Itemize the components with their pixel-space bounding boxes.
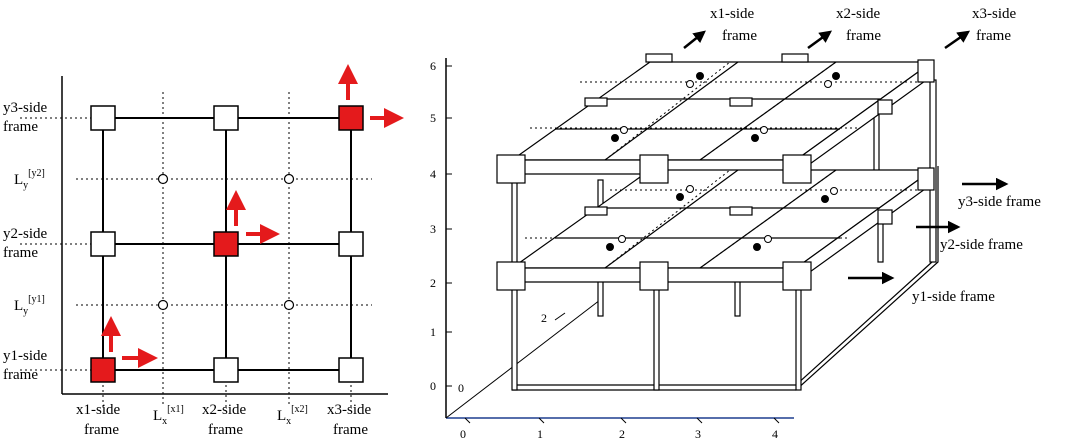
plan-row-labels: y3-side frame Ly[y2] y2-side frame Ly[y1…	[3, 100, 48, 383]
node-x1-y3	[90, 105, 116, 131]
label-x3-side: x3-side	[327, 402, 372, 418]
arrow-x1-frame	[683, 30, 706, 49]
svg-text:0: 0	[460, 427, 466, 440]
svg-text:3: 3	[430, 222, 436, 236]
label-x1-side: x1-side	[76, 402, 121, 418]
iso-floor-middle	[510, 168, 934, 284]
node-x3-y3-active	[338, 105, 364, 131]
plan-column-labels: x1-side frame Lx[x1] x2-side frame Lx[x2…	[76, 402, 372, 438]
iso-label-x1-side: x1-side	[710, 6, 755, 22]
svg-text:1: 1	[430, 325, 436, 339]
svg-text:4: 4	[772, 427, 778, 440]
iso-black-arrows	[683, 30, 1009, 285]
plan-intersection-circles	[157, 173, 295, 311]
iso-label-y2-side: y2-side frame	[940, 237, 1023, 253]
plan-row-dotted-lines	[20, 117, 372, 371]
svg-text:frame: frame	[208, 422, 243, 438]
svg-text:4: 4	[430, 167, 436, 181]
plan-red-arrows	[101, 64, 404, 368]
svg-text:frame: frame	[3, 367, 38, 383]
svg-text:frame: frame	[3, 245, 38, 261]
iso-x-tick-labels: 0 1 2 3 4	[460, 427, 778, 440]
arrow-x2-frame	[807, 30, 833, 50]
iso-joints	[496, 53, 935, 291]
iso-frame-labels: x1-side frame x2-side frame x3-side fram…	[710, 6, 1041, 305]
svg-text:3: 3	[695, 427, 701, 440]
label-L-y2: Ly[y2]	[14, 168, 45, 191]
plan-view: y3-side frame Ly[y2] y2-side frame Ly[y1…	[3, 64, 404, 438]
svg-text:frame: frame	[976, 28, 1011, 44]
iso-floor-top	[510, 60, 934, 176]
iso-label-y3-side: y3-side frame	[958, 194, 1041, 210]
iso-y-ticks	[446, 65, 452, 387]
svg-text:0: 0	[458, 381, 464, 395]
iso-x-ticks	[464, 417, 780, 424]
node-x3-y1	[338, 357, 364, 383]
iso-dotted-lines	[525, 61, 920, 269]
label-L-y1: Ly[y1]	[14, 294, 45, 317]
iso-y-tick-labels: 0 1 2 3 4 5 6	[430, 59, 436, 393]
svg-text:frame: frame	[846, 28, 881, 44]
plan-column-dotted-lines	[102, 92, 352, 410]
label-L-x1: Lx[x1]	[153, 404, 184, 427]
iso-label-x3-side: x3-side	[972, 6, 1017, 22]
svg-text:frame: frame	[333, 422, 368, 438]
node-x1-y1-active	[90, 357, 116, 383]
svg-text:2: 2	[619, 427, 625, 440]
svg-text:frame: frame	[722, 28, 757, 44]
iso-axis-depth	[445, 299, 601, 419]
label-y1-side: y1-side	[3, 348, 48, 364]
svg-text:2: 2	[430, 276, 436, 290]
label-x2-side: x2-side	[202, 402, 247, 418]
node-x2-y1	[213, 357, 239, 383]
node-x3-y2	[338, 231, 364, 257]
svg-text:0: 0	[430, 379, 436, 393]
label-y2-side: y2-side	[3, 226, 48, 242]
svg-text:frame: frame	[84, 422, 119, 438]
iso-markers	[606, 72, 840, 251]
node-x1-y2	[90, 231, 116, 257]
plan-nodes	[90, 105, 364, 383]
svg-text:5: 5	[430, 111, 436, 125]
label-L-x2: Lx[x2]	[277, 404, 308, 427]
arrow-x3-frame	[944, 30, 971, 50]
iso-label-x2-side: x2-side	[836, 6, 881, 22]
iso-label-y1-side: y1-side frame	[912, 289, 995, 305]
svg-text:frame: frame	[3, 119, 38, 135]
node-x2-y3	[213, 105, 239, 131]
svg-text:6: 6	[430, 59, 436, 73]
node-x2-y2-active	[213, 231, 239, 257]
label-y3-side: y3-side	[3, 100, 48, 116]
iso-depth-tick-label: 2	[541, 311, 547, 325]
svg-text:1: 1	[537, 427, 543, 440]
isometric-view: 0 1 2 3 4 0 1 2 3 4 5 6 2 0	[430, 6, 1041, 440]
